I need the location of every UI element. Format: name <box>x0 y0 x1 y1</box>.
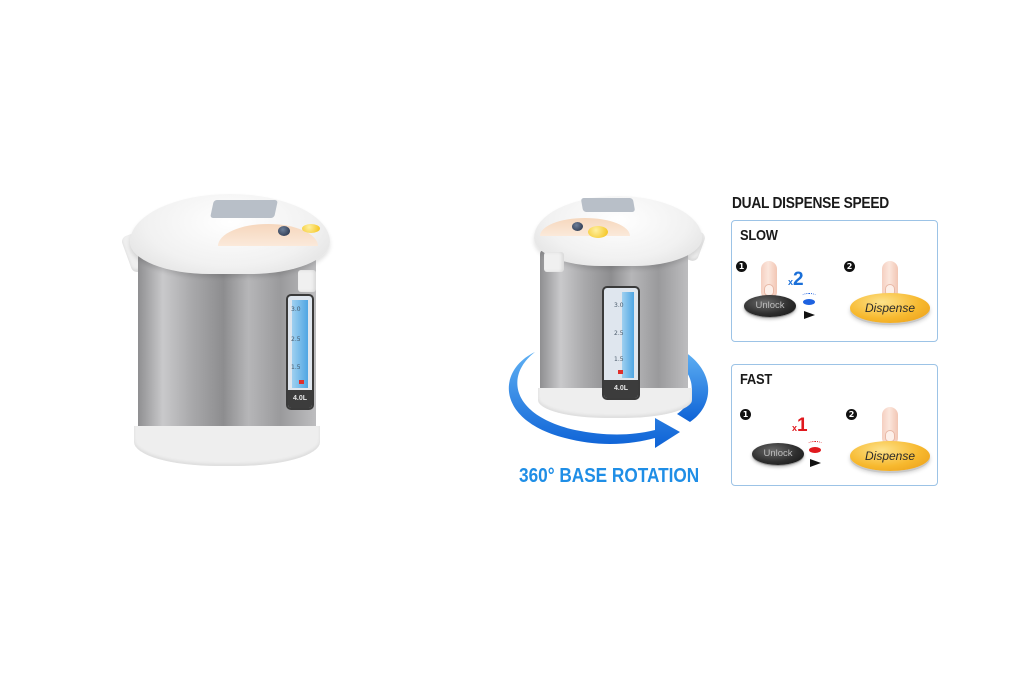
gauge-min-marker <box>299 380 304 384</box>
unlock-button: Unlock <box>752 443 804 465</box>
dispense-button: Dispense <box>850 293 930 323</box>
dispense-button: Dispense <box>850 441 930 471</box>
play-arrow-icon <box>810 459 821 467</box>
slow-mode-label: SLOW <box>740 227 778 244</box>
kettle-spout <box>544 252 564 272</box>
product-image-right: 3.0 2.5 1.5 4.0L <box>530 190 710 420</box>
control-knob <box>278 226 290 236</box>
kettle-base <box>134 426 320 466</box>
finger-icon <box>761 261 777 299</box>
product-image-left: 3.0 2.5 1.5 4.0L <box>120 190 340 470</box>
led-rays-icon <box>808 441 822 446</box>
lid-vent <box>580 198 636 212</box>
slow-mode-panel: SLOW 1 Unlock x2 2 Dispense <box>731 220 938 342</box>
gauge-capacity-label: 4.0L <box>288 390 312 408</box>
dual-dispense-title: DUAL DISPENSE SPEED <box>732 195 889 212</box>
gauge-min-marker <box>618 370 623 374</box>
step-number: 2 <box>844 261 855 272</box>
rotation-arrow-icon <box>508 352 709 448</box>
water-level-gauge: 3.0 2.5 1.5 4.0L <box>286 294 314 410</box>
gauge-tick: 3.0 <box>614 302 624 309</box>
step-number: 2 <box>846 409 857 420</box>
step-number: 1 <box>736 261 747 272</box>
rotation-label: 360° BASE ROTATION <box>519 465 700 487</box>
press-count: x2 <box>788 269 804 290</box>
lid-vent <box>210 200 278 218</box>
blue-led-icon <box>803 299 815 305</box>
unlock-button: Unlock <box>744 295 796 317</box>
gauge-tick: 1.5 <box>291 364 301 371</box>
play-arrow-icon <box>804 311 815 319</box>
dispense-button-on-kettle <box>588 226 608 238</box>
fast-mode-panel: FAST 1 x1 Unlock 2 Dispense <box>731 364 938 486</box>
kettle-spout <box>298 270 316 292</box>
fast-mode-label: FAST <box>740 371 772 388</box>
step-number: 1 <box>740 409 751 420</box>
control-panel <box>218 224 318 246</box>
press-count: x1 <box>792 415 808 436</box>
gauge-tick: 2.5 <box>614 330 624 337</box>
red-led-icon <box>809 447 821 453</box>
gauge-tick: 2.5 <box>291 336 301 343</box>
gauge-tick: 3.0 <box>291 306 301 313</box>
gauge-tick: 1.5 <box>614 356 624 363</box>
water-level-gauge: 3.0 2.5 1.5 4.0L <box>602 286 640 400</box>
finger-icon <box>882 261 898 299</box>
control-knob <box>572 222 583 231</box>
led-rays-icon <box>802 293 816 298</box>
dispense-button-on-kettle <box>302 224 320 233</box>
finger-icon <box>882 407 898 445</box>
gauge-capacity-label: 4.0L <box>604 380 638 398</box>
